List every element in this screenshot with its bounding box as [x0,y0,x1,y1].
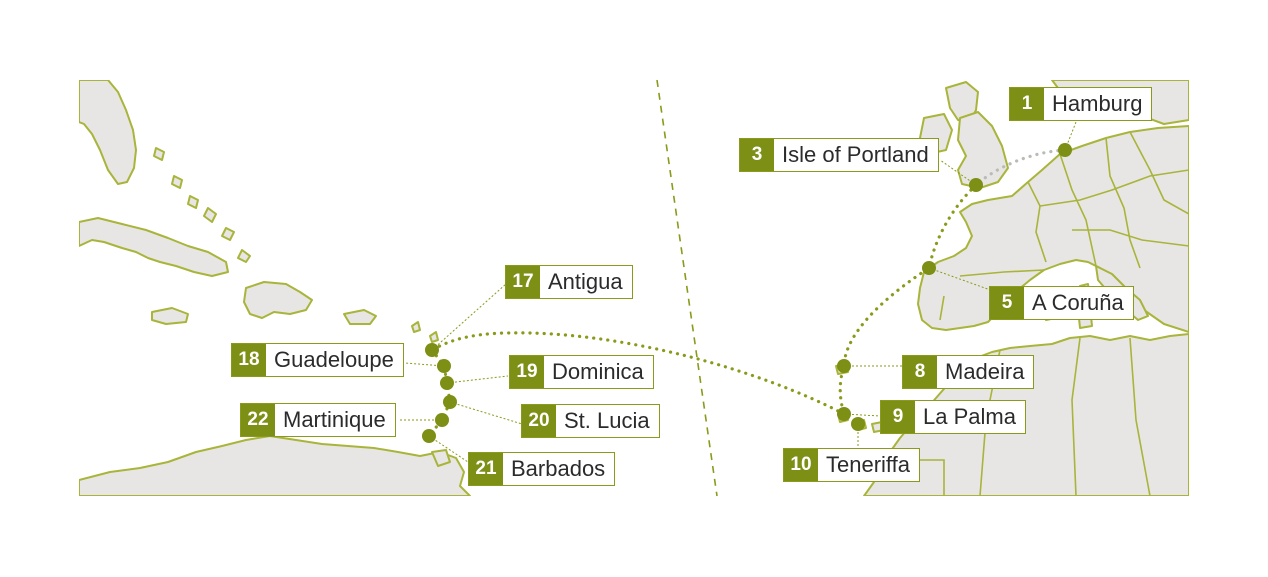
jamaica-island [151,307,189,325]
florida-landmass [79,80,137,185]
stop-name: Teneriffa [826,452,910,477]
country-border [1071,337,1081,496]
stop-number-badge: 20 [522,405,556,437]
stop-name: Antigua [548,269,623,294]
leader-line-dominica [446,375,509,384]
stop-marker-coruna [922,261,936,275]
route-line-atlantic-crossing [430,331,846,416]
stop-number-badge: 19 [510,356,544,388]
stop-label-st-lucia[interactable]: 20 St. Lucia [521,404,660,438]
leader-line-antigua [431,283,507,351]
bahamas-island [187,195,199,209]
stop-label-antigua[interactable]: 17 Antigua [505,265,633,299]
stop-number-badge: 22 [241,404,275,436]
caribbean-map-panel [79,80,471,496]
bahamas-island [221,227,235,241]
stop-marker-antigua [425,343,439,357]
south-america-landmass [79,435,471,496]
bahamas-island [171,175,183,189]
stop-marker-hamburg [1058,143,1072,157]
stop-label-martinique[interactable]: 22 Martinique [240,403,396,437]
stop-number-badge: 18 [232,344,266,376]
stop-label-isle-of-portland[interactable]: 3 Isle of Portland [739,138,939,172]
stop-marker-teneriffa [851,417,865,431]
stop-marker-portland [969,178,983,192]
country-border [1129,337,1151,496]
leader-line-st-lucia [449,401,523,425]
stop-number-badge: 1 [1010,88,1044,120]
stop-number-badge: 17 [506,266,540,298]
lesser-antilles-island [429,331,439,343]
africa-landmass [863,333,1189,496]
bahamas-island [203,207,217,223]
stop-number-badge: 9 [881,401,915,433]
stop-name: Barbados [511,456,606,481]
stop-name: Madeira [945,359,1025,384]
stop-number-badge: 21 [469,453,503,485]
stop-name: Guadeloupe [274,347,394,372]
stop-name: Martinique [283,407,386,432]
stop-name: St. Lucia [564,408,650,433]
england-landmass [957,111,1009,189]
country-border [1072,229,1189,247]
stop-number-badge: 5 [990,287,1024,319]
bahamas-island [237,249,251,263]
stop-label-a-coruna[interactable]: 5 A Coruña [989,286,1134,320]
bahamas-island [153,147,165,161]
stop-name: Dominica [552,359,644,384]
stop-number-badge: 8 [903,356,937,388]
stop-label-guadeloupe[interactable]: 18 Guadeloupe [231,343,404,377]
country-border [959,269,1045,277]
stop-name: La Palma [923,404,1016,429]
puerto-rico-island [343,309,377,325]
country-border [1027,181,1047,263]
stop-label-teneriffa[interactable]: 10 Teneriffa [783,448,920,482]
stop-label-la-palma[interactable]: 9 La Palma [880,400,1026,434]
stop-marker-st-lucia [443,395,457,409]
stop-marker-martinique [435,413,449,427]
stop-label-barbados[interactable]: 21 Barbados [468,452,616,486]
country-border [1105,137,1141,269]
stop-number-badge: 3 [740,139,774,171]
country-border [1129,131,1189,215]
stop-marker-barbados [422,429,436,443]
stop-name: Isle of Portland [782,142,929,167]
country-border [939,295,945,321]
stop-marker-dominica [440,376,454,390]
stop-marker-guadeloupe [437,359,451,373]
stop-name: Hamburg [1052,91,1143,116]
stop-name: A Coruña [1032,290,1124,315]
stop-number-badge: 10 [784,449,818,481]
stop-marker-la-palma [837,407,851,421]
country-border [1059,153,1097,267]
trinidad-island [431,449,451,467]
hispaniola-island [243,281,313,319]
leader-line-guadeloupe [404,362,445,367]
stop-label-madeira[interactable]: 8 Madeira [902,355,1035,389]
route-line-europe [838,183,978,426]
stop-label-dominica[interactable]: 19 Dominica [509,355,654,389]
lesser-antilles-island [411,321,421,333]
stop-label-hamburg[interactable]: 1 Hamburg [1009,87,1153,121]
leader-line-portland [939,159,977,186]
stop-marker-madeira [837,359,851,373]
cuba-island [79,217,229,277]
country-border [1039,169,1189,207]
divider-line [656,79,718,497]
